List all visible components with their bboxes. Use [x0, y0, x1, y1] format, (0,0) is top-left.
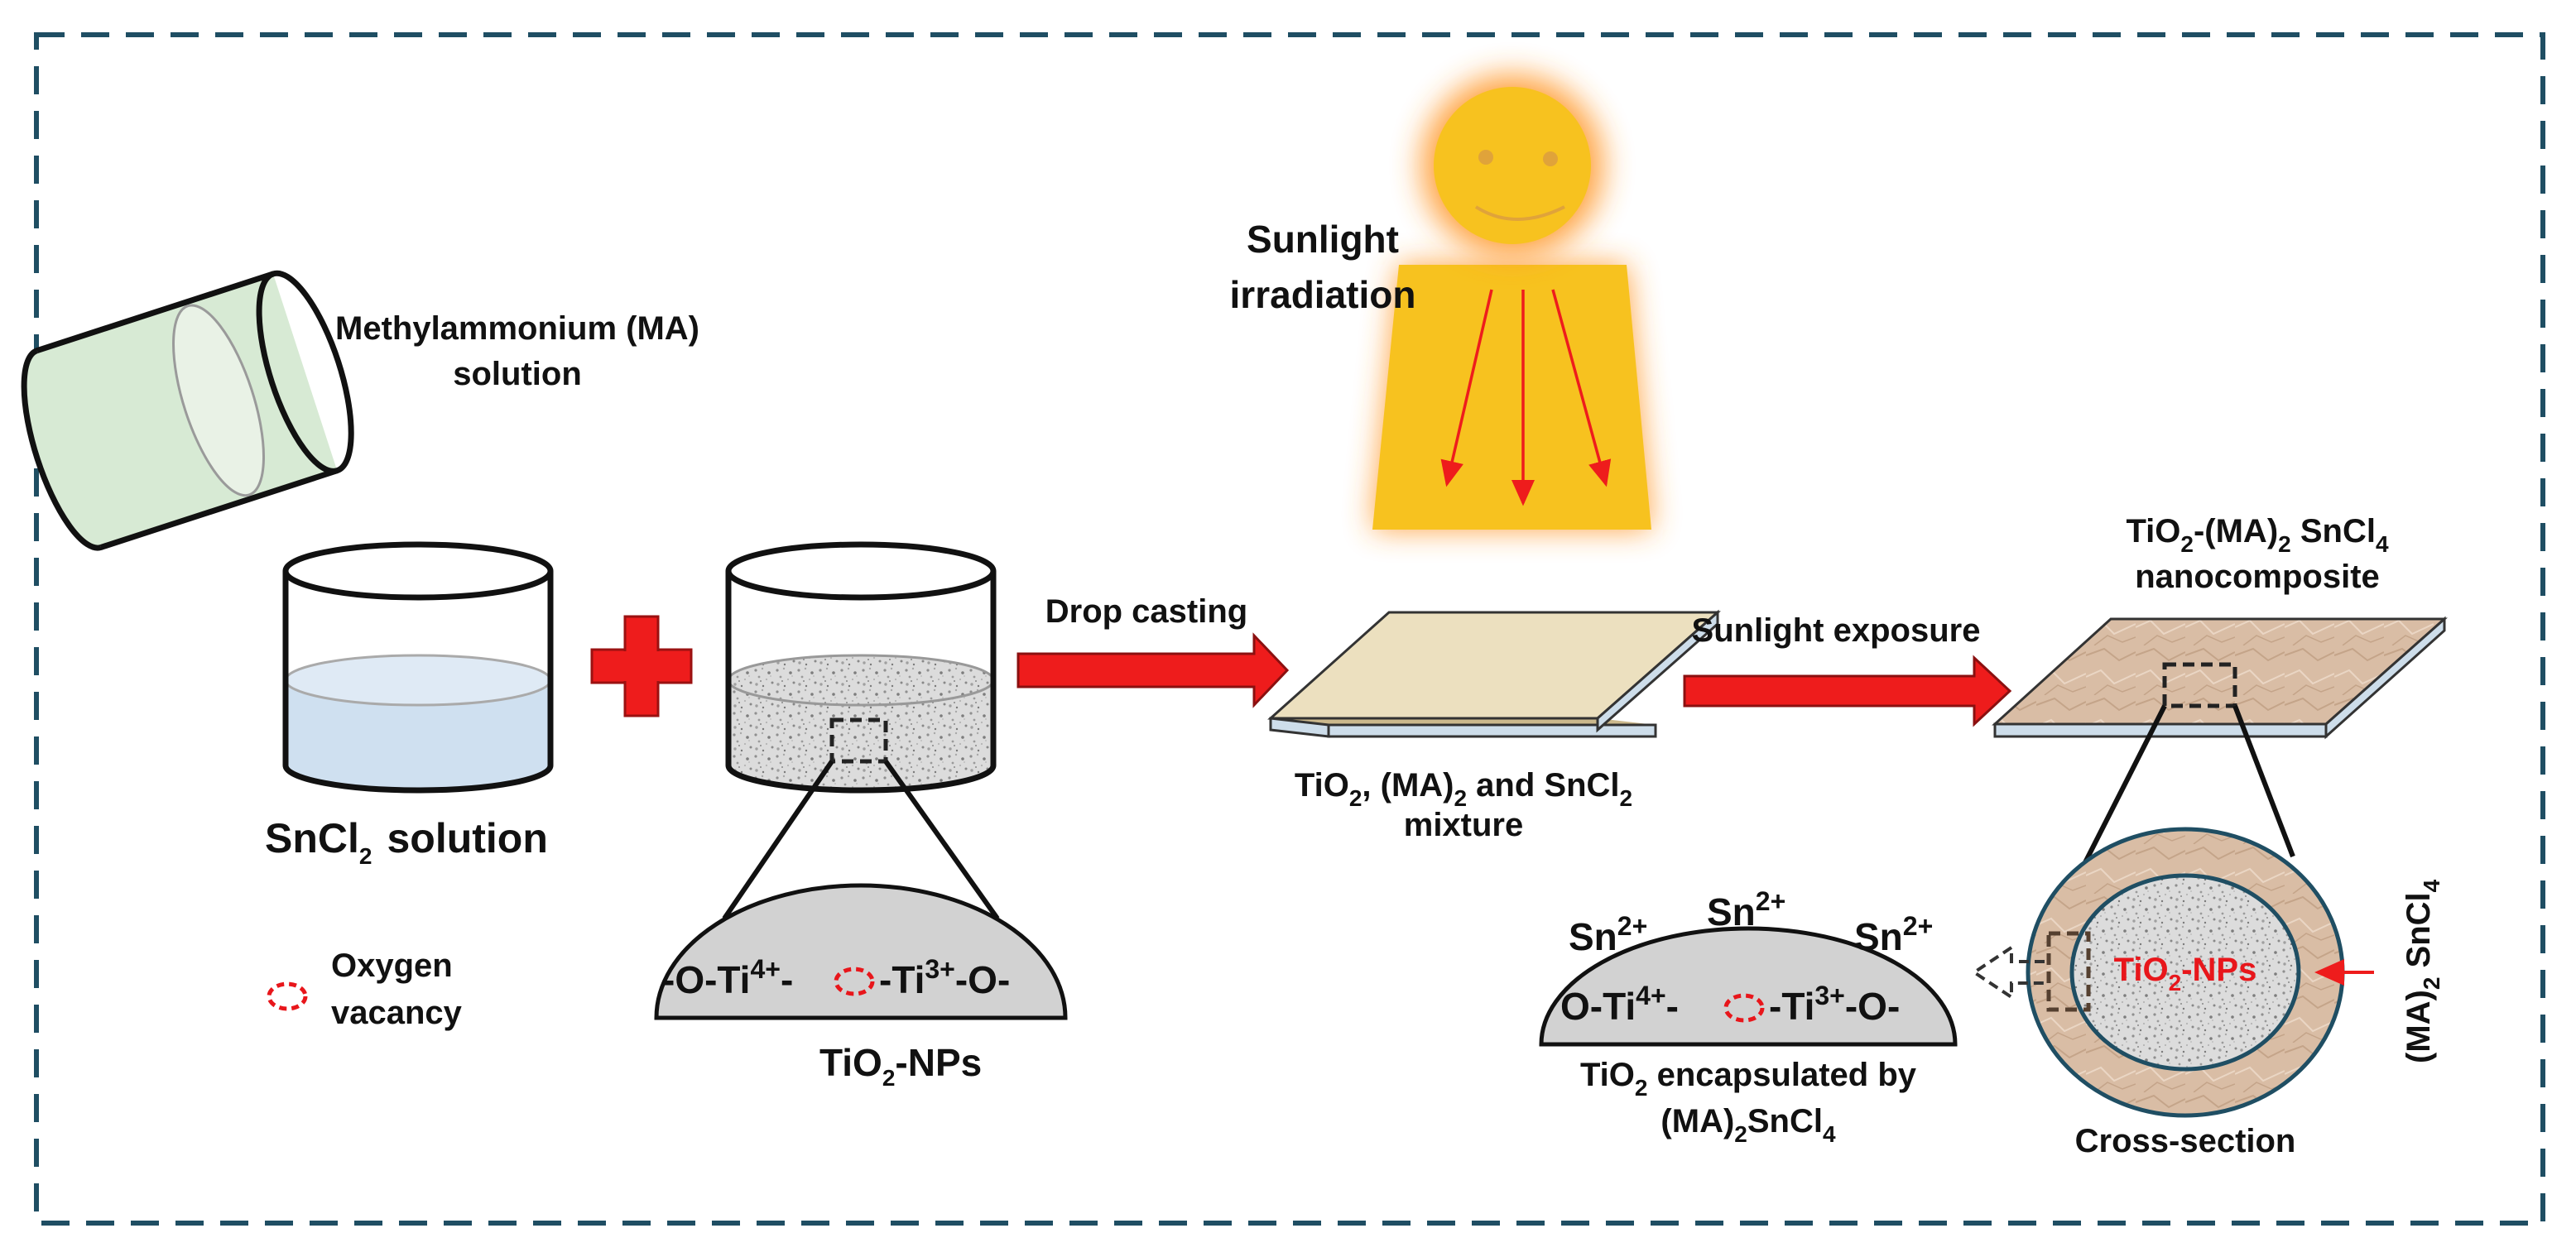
plus-icon — [590, 615, 693, 717]
encapsulated-lattice-formula: O-Ti4+- -Ti3+-O- — [1560, 981, 1900, 1028]
drop-casting-label: Drop casting — [1045, 593, 1247, 630]
encapsulated-dome — [1539, 926, 1958, 1047]
mixture-label-line2: mixture — [1404, 807, 1524, 843]
cross-section-core — [2069, 873, 2301, 1072]
zoom-hollow-arrow — [1971, 944, 2045, 1000]
zoom-box-film — [2162, 662, 2237, 708]
tio2-nps-beaker — [722, 541, 1000, 920]
svg-text:O-Ti4+-: O-Ti4+- — [1560, 981, 1679, 1028]
tio2-powder-surface — [727, 654, 995, 707]
sn-ion-right: Sn2+ — [1854, 911, 1933, 958]
tio2-powder — [728, 680, 993, 790]
svg-text:-Ti3+-O-: -Ti3+-O- — [1769, 981, 1900, 1028]
nanocomposite-film — [1992, 616, 2448, 879]
zoom-box-beaker — [829, 717, 888, 764]
sn-ion-center: Sn2+ — [1707, 886, 1785, 933]
nps-lattice-formula: -O-Ti4+- -Ti3+-O- — [662, 954, 1010, 1001]
oxygen-vacancy-icon — [834, 967, 875, 996]
oxygen-vacancy-legend-icon — [267, 981, 308, 1011]
core-label: TiO2-NPs — [2114, 952, 2257, 996]
drop-casting-arrow — [1016, 632, 1290, 708]
encapsulated-label-line1: TiO2 encapsulated by — [1580, 1057, 1917, 1101]
sunlight-exposure-label: Sunlight exposure — [1692, 612, 1981, 649]
sn-ion-left: Sn2+ — [1569, 911, 1647, 958]
sun-smile — [1474, 205, 1565, 221]
ray-arrow-left — [1440, 289, 1493, 487]
tio2-beaker-mouth — [725, 541, 997, 601]
sncl2-liquid-surface — [284, 654, 552, 707]
sunlight-exposure-arrow — [1683, 655, 2012, 727]
sunlight-label-line1: Sunlight — [1247, 218, 1399, 261]
svg-text:-O-Ti4+-: -O-Ti4+- — [662, 954, 793, 1001]
ma-beaker-mouth — [256, 270, 354, 474]
tio2-nps-dome — [654, 883, 1068, 1020]
sun-right-eye — [1543, 151, 1558, 166]
cross-section-label: Cross-section — [2075, 1123, 2296, 1159]
mixture-film-top — [1267, 611, 1721, 720]
sncl2-beaker-mouth — [282, 541, 554, 601]
cross-section — [2026, 827, 2345, 1118]
sun-face — [1434, 87, 1591, 244]
nanocomposite-label-line2: nanocomposite — [2135, 559, 2380, 595]
sun-left-eye — [1478, 150, 1493, 165]
dashed-frame — [34, 32, 2545, 1226]
svg-text:-Ti3+-O-: -Ti3+-O- — [879, 954, 1010, 1001]
nanocomposite-label-line1: TiO2-(MA)2 SnCl4 — [2126, 513, 2389, 557]
ma-solution-beaker — [21, 270, 354, 551]
sncl2-beaker — [282, 541, 554, 794]
sunlight-label-line2: irradiation — [1230, 273, 1416, 316]
shell-side-label: (MA)2 SnCl4 — [2401, 879, 2444, 1063]
ma-solution-label-line1: Methylammonium (MA) — [335, 310, 699, 347]
mixture-label-line1: TiO2, (MA)2 and SnCl2 — [1295, 767, 1632, 811]
encapsulated-vacancy-icon — [1723, 993, 1765, 1023]
nanocomposite-film-top — [1992, 617, 2448, 726]
oxygen-vacancy-label-line2: vacancy — [331, 995, 463, 1031]
sncl2-liquid — [286, 680, 550, 790]
tio2-nps-label: TiO2-NPs — [819, 1041, 982, 1091]
encapsulated-label-line2: (MA)2SnCl4 — [1660, 1103, 1836, 1147]
mixture-film — [1267, 609, 1721, 738]
ray-arrow-right — [1551, 289, 1612, 487]
zoom-box-cross-section — [2046, 931, 2091, 1012]
ma-solution-label-line2: solution — [453, 356, 582, 392]
oxygen-vacancy-label-line1: Oxygen — [331, 948, 453, 984]
sun-irradiation — [1372, 74, 1651, 530]
